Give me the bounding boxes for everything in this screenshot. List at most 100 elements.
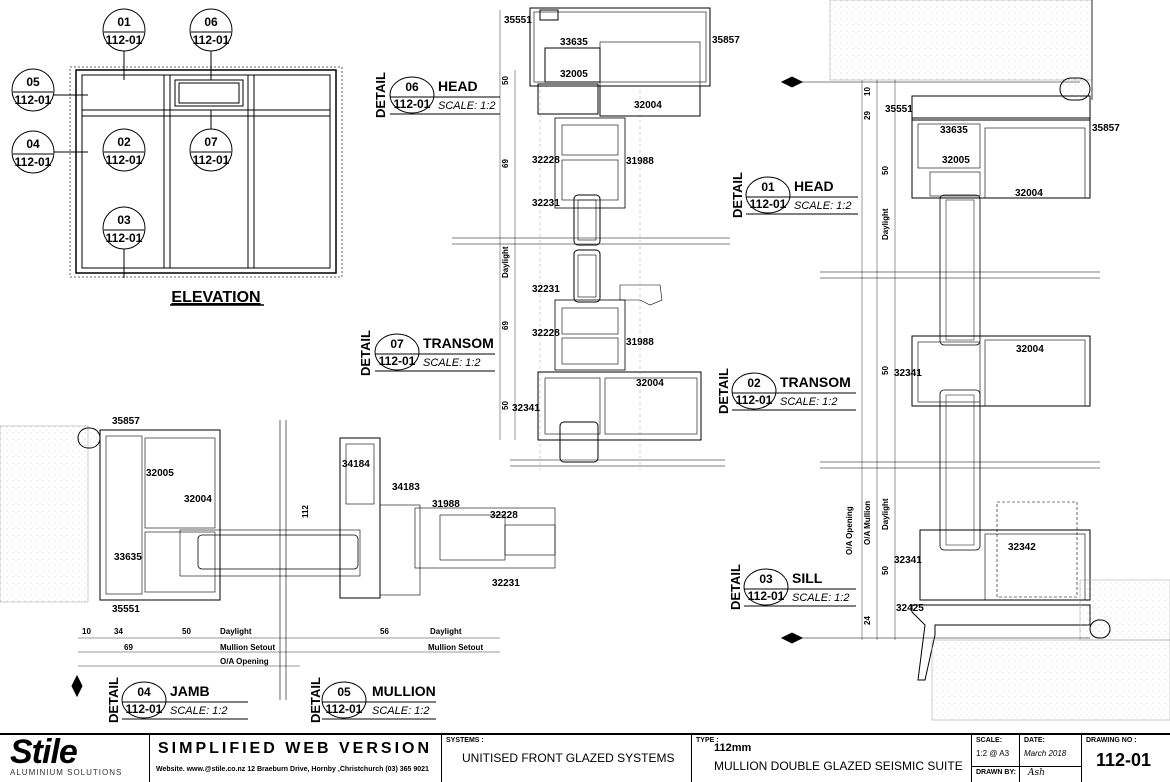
part-label: 32004 bbox=[184, 494, 212, 505]
detail-ref: 112-01 bbox=[379, 354, 416, 368]
systems-label: SYSTEMS : bbox=[446, 737, 484, 744]
mid-part-labels: 35551 33635 35857 32005 32004 32228 3198… bbox=[504, 15, 740, 414]
detail-title: MULLION bbox=[372, 683, 436, 699]
elevation-title: ELEVATION bbox=[171, 289, 260, 306]
detail-word: DETAIL bbox=[358, 330, 373, 376]
detail-scale: SCALE: 1:2 bbox=[780, 396, 837, 408]
dim-label: 50 bbox=[881, 166, 890, 175]
detail-title: SILL bbox=[792, 570, 823, 586]
type-description: MULLION DOUBLE GLAZED SEISMIC SUITE bbox=[714, 759, 963, 773]
detail-number: 06 bbox=[405, 80, 419, 94]
dim-label: 24 bbox=[863, 616, 872, 625]
detail-word: DETAIL bbox=[106, 677, 121, 723]
part-label: 32005 bbox=[942, 155, 970, 166]
part-label: 35857 bbox=[1092, 123, 1120, 134]
drawing-number: 112-01 bbox=[1096, 750, 1152, 770]
detail-ref: 112-01 bbox=[748, 589, 785, 603]
callout-ref: 112-01 bbox=[193, 153, 230, 167]
right-dimensions: 10 29 50 Daylight 50 O/A Opening O/A Mul… bbox=[845, 87, 890, 625]
dim-label: 69 bbox=[501, 159, 510, 168]
drawing-number-cell: DRAWING NO : 112-01 bbox=[1082, 735, 1170, 782]
callout-number: 02 bbox=[117, 135, 131, 149]
systems-value: UNITISED FRONT GLAZED SYSTEMS bbox=[462, 751, 675, 765]
technical-drawing: 01 112-01 06 112-01 05 112-01 04 112-01 … bbox=[0, 0, 1170, 723]
title-block: Stile ALUMINIUM SOLUTIONS SIMPLIFIED WEB… bbox=[0, 733, 1170, 782]
callout-number: 04 bbox=[26, 137, 40, 151]
part-label: 32341 bbox=[894, 555, 922, 566]
part-label: 32341 bbox=[894, 368, 922, 379]
dim-label: 29 bbox=[863, 111, 872, 120]
detail-title: TRANSOM bbox=[780, 374, 851, 390]
part-label: 32004 bbox=[636, 378, 664, 389]
detail-heading-04-jamb: DETAIL 04 112-01 JAMB SCALE: 1:2 bbox=[106, 677, 248, 723]
detail-word: DETAIL bbox=[716, 368, 731, 414]
dim-label: 10 bbox=[82, 627, 91, 636]
dim-label: 34 bbox=[114, 627, 123, 636]
dim-label: O/A Opening bbox=[845, 506, 854, 555]
drawing-number-label: DRAWING NO : bbox=[1086, 737, 1137, 744]
dim-label: 112 bbox=[301, 505, 310, 518]
part-label: 32231 bbox=[492, 578, 520, 589]
mullion-dimensions: 112 56 Daylight Mullion Setout bbox=[301, 505, 483, 652]
callout-number: 01 bbox=[117, 15, 131, 29]
drawn-by-value: Ash bbox=[1028, 768, 1045, 778]
part-label: 32341 bbox=[512, 403, 540, 414]
dim-label: Daylight bbox=[220, 627, 252, 636]
detail-title: TRANSOM bbox=[423, 335, 494, 351]
callout-ref: 112-01 bbox=[193, 33, 230, 47]
systems-cell: SYSTEMS : UNITISED FRONT GLAZED SYSTEMS bbox=[442, 735, 692, 782]
part-label: 35857 bbox=[712, 35, 740, 46]
dim-label: 10 bbox=[863, 87, 872, 96]
detail-number: 07 bbox=[390, 337, 404, 351]
detail-heading-02-transom: DETAIL 02 112-01 TRANSOM SCALE: 1:2 bbox=[716, 368, 856, 414]
dim-label: 50 bbox=[881, 366, 890, 375]
elevation-callout-03: 03 112-01 bbox=[102, 206, 146, 278]
elevation-callout-07: 07 112-01 bbox=[189, 110, 233, 172]
brand-subtitle: ALUMINIUM SOLUTIONS bbox=[10, 768, 123, 777]
elevation-callout-02: 02 112-01 bbox=[102, 128, 146, 172]
version-label: SIMPLIFIED WEB VERSION bbox=[158, 740, 433, 757]
detail-scale: SCALE: 1:2 bbox=[372, 705, 429, 717]
part-label: 32004 bbox=[634, 100, 662, 111]
jamb-dimensions: 10 34 50 Daylight 69 Mullion Setout O/A … bbox=[82, 627, 275, 666]
detail-number: 01 bbox=[761, 180, 775, 194]
elevation-callout-01: 01 112-01 bbox=[102, 8, 146, 80]
detail-ref: 112-01 bbox=[736, 393, 773, 407]
detail-number: 05 bbox=[337, 685, 351, 699]
detail-ref: 112-01 bbox=[126, 702, 163, 716]
date-label: DATE: bbox=[1024, 737, 1045, 744]
right-part-labels: 35551 33635 35857 32005 32004 32004 3234… bbox=[885, 104, 1120, 614]
dim-label: Daylight bbox=[881, 208, 890, 240]
dim-label: Daylight bbox=[501, 246, 510, 278]
detail-ref: 112-01 bbox=[326, 702, 363, 716]
version-cell: SIMPLIFIED WEB VERSION Website. www.@sti… bbox=[150, 735, 442, 782]
drawn-by-label: DRAWN BY: bbox=[976, 769, 1016, 776]
detail-ref: 112-01 bbox=[394, 97, 431, 111]
part-label: 32228 bbox=[490, 510, 518, 521]
type-cell: TYPE : 112mm MULLION DOUBLE GLAZED SEISM… bbox=[692, 735, 972, 782]
part-label: 32342 bbox=[1008, 542, 1036, 553]
detail-word: DETAIL bbox=[728, 564, 743, 610]
dim-label: 50 bbox=[182, 627, 191, 636]
part-label: 32231 bbox=[532, 284, 560, 295]
detail-title: JAMB bbox=[170, 683, 210, 699]
elevation-drawing bbox=[69, 66, 343, 278]
type-label: TYPE : bbox=[696, 737, 719, 744]
detail-number: 03 bbox=[759, 572, 773, 586]
part-label: 32005 bbox=[146, 468, 174, 479]
detail-heading-07-transom: DETAIL 07 112-01 TRANSOM SCALE: 1:2 bbox=[358, 330, 495, 376]
detail-word: DETAIL bbox=[308, 677, 323, 723]
part-label: 35551 bbox=[504, 15, 532, 26]
elevation-callout-05: 05 112-01 bbox=[11, 68, 88, 112]
part-label: 33635 bbox=[940, 125, 968, 136]
callout-number: 03 bbox=[117, 213, 131, 227]
mid-section-drawing bbox=[452, 7, 730, 470]
mullion-part-labels: 34184 34183 31988 32228 32231 bbox=[342, 459, 520, 589]
part-label: 35857 bbox=[112, 416, 140, 427]
detail-word: DETAIL bbox=[730, 172, 745, 218]
dim-label: Mullion Setout bbox=[220, 643, 275, 652]
dim-label: 69 bbox=[124, 643, 133, 652]
part-label: 34184 bbox=[342, 459, 370, 470]
callout-ref: 112-01 bbox=[106, 33, 143, 47]
